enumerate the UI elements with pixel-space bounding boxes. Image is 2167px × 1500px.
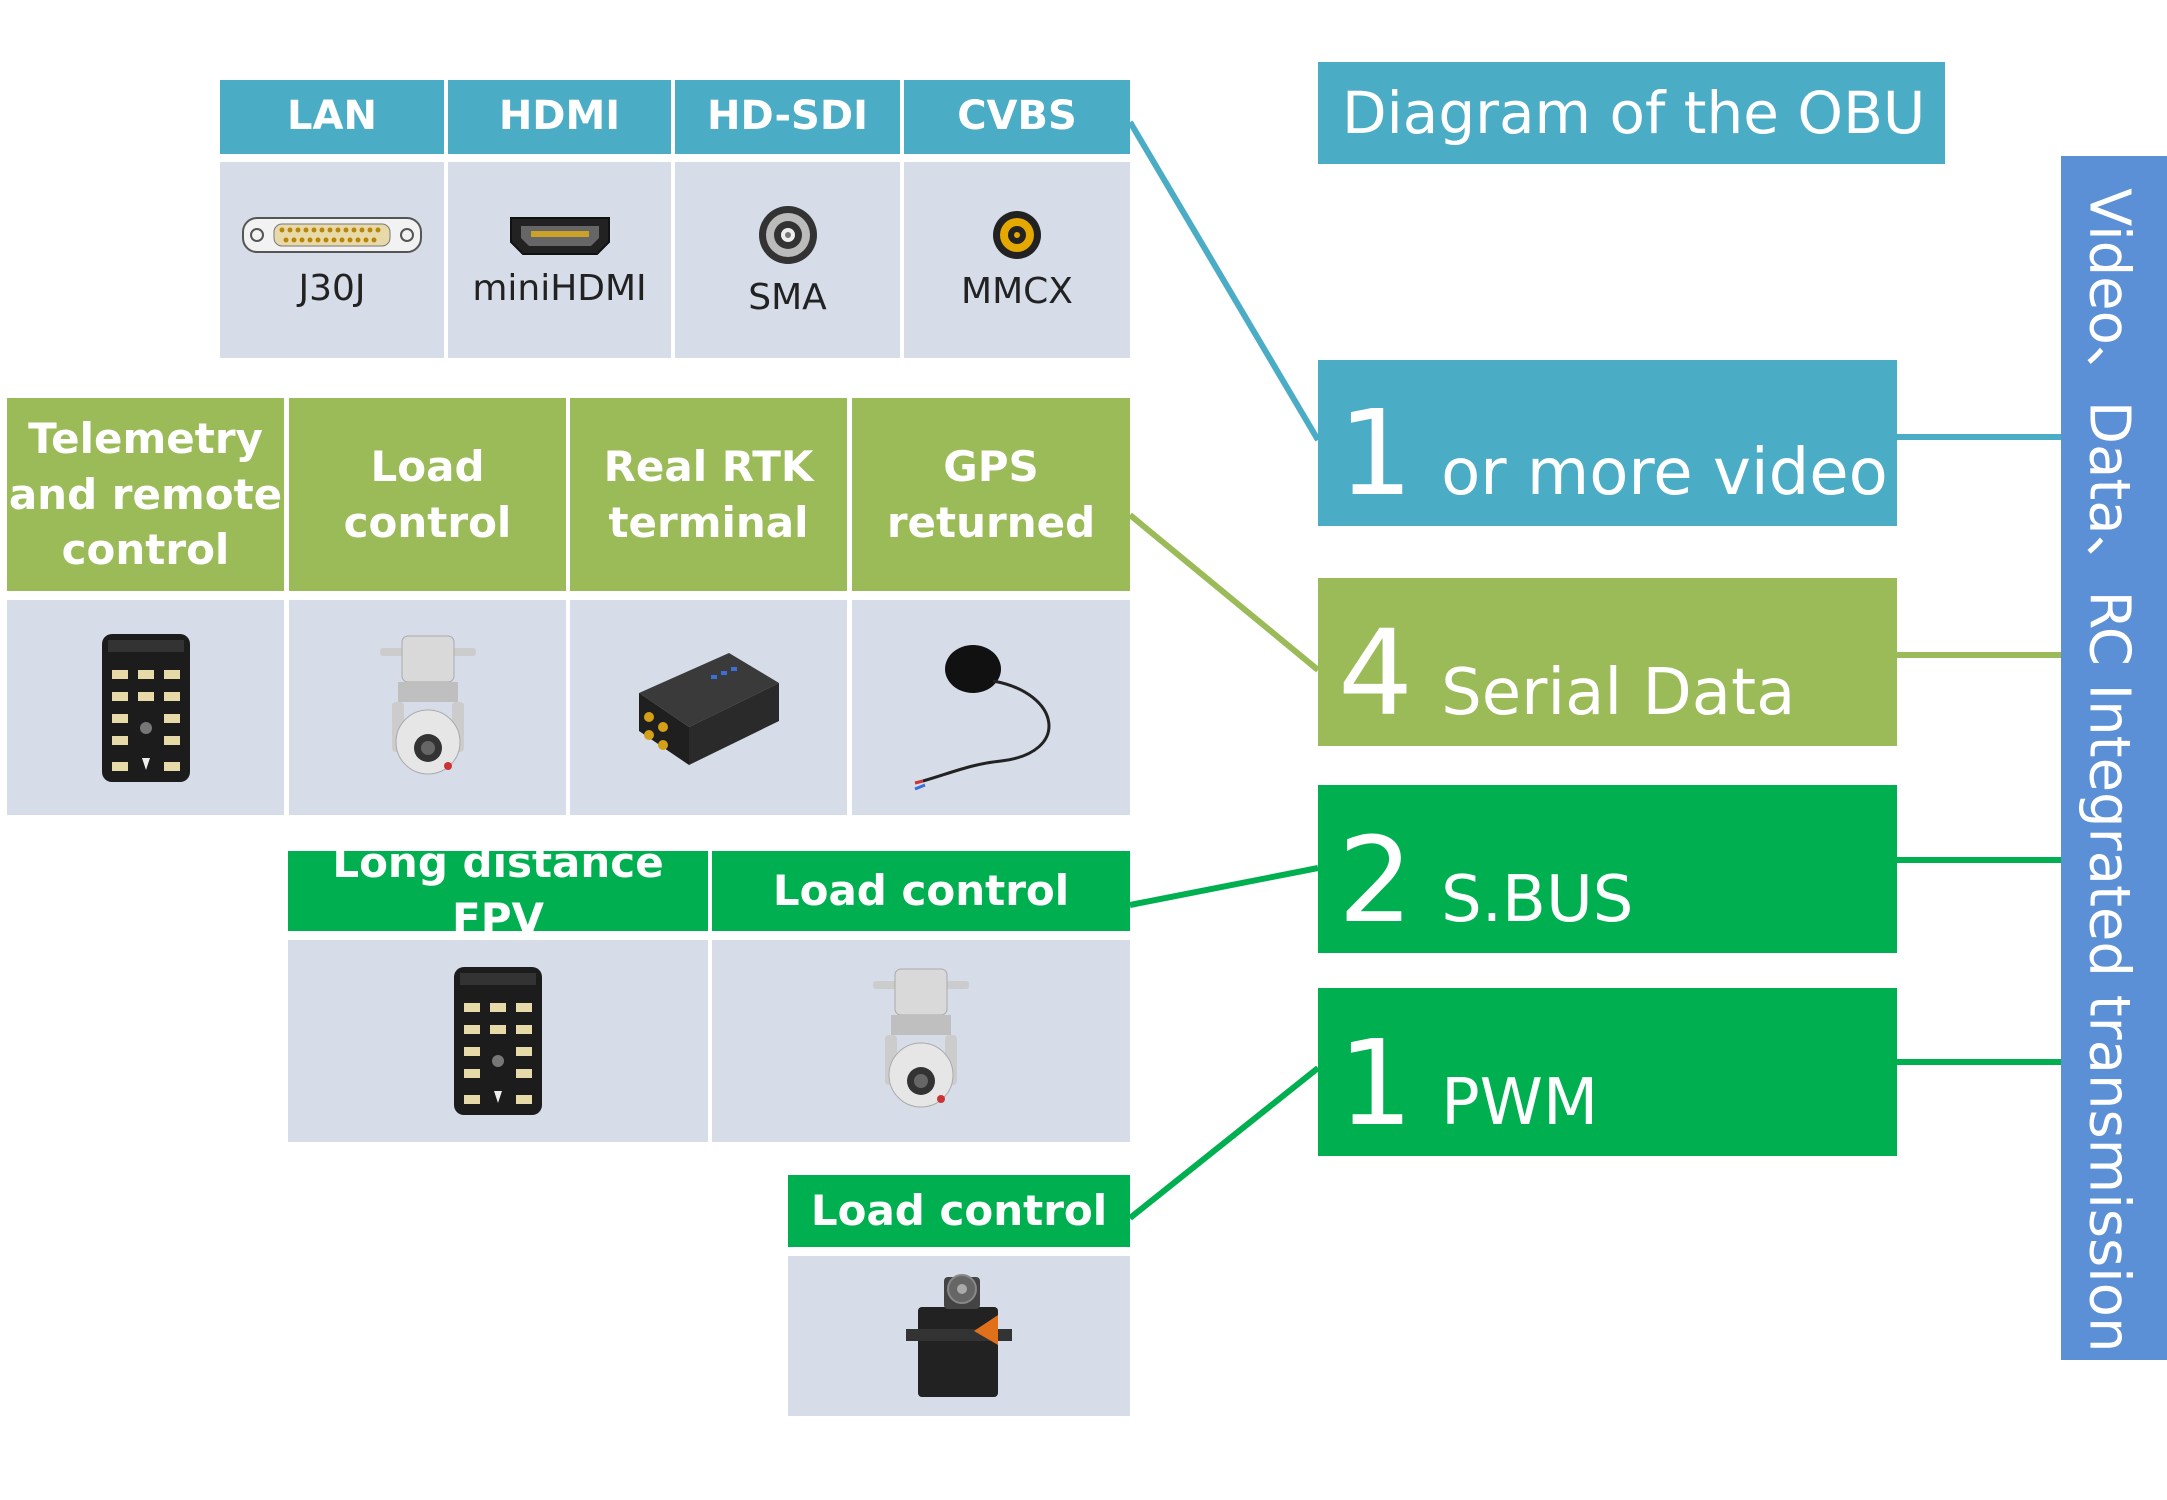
pwm-count-label: PWM xyxy=(1441,1065,1599,1140)
sbus-count-number: 2 xyxy=(1338,811,1414,949)
header-load-control-sbus: Load control xyxy=(712,851,1130,931)
image-cell-gimbal-camera xyxy=(289,600,566,815)
header-gps-returned: GPS returned xyxy=(852,398,1130,591)
connector-label-minihdmi: miniHDMI xyxy=(472,267,647,309)
header-telemetry: Telemetry and remote control xyxy=(7,398,284,591)
connector-cell-sma: SMA xyxy=(675,162,900,358)
sbus-count-label: S.BUS xyxy=(1441,862,1634,937)
video-count-box: 1 or more video xyxy=(1318,360,1897,526)
d-sub-connector-icon xyxy=(242,216,422,253)
sbus-count-box: 2 S.BUS xyxy=(1318,785,1897,953)
flight-controller-image xyxy=(101,633,190,782)
image-cell-gps-antenna xyxy=(852,600,1130,815)
rtk-module-image xyxy=(638,652,779,765)
mini-hdmi-port-icon xyxy=(509,216,610,255)
integrated-transmission-label: Video、Data、RC Integrated transmission xyxy=(2076,188,2142,1353)
image-cell-fpv-controller xyxy=(288,940,708,1142)
sbus-link-line xyxy=(1129,865,1319,908)
header-hdmi: HDMI xyxy=(448,80,671,154)
pwm-count-box: 1 PWM xyxy=(1318,988,1897,1156)
gps-antenna-image xyxy=(914,644,1051,790)
integrated-transmission-bar: Video、Data、RC Integrated transmission xyxy=(2061,156,2167,1360)
pwm-count-number: 1 xyxy=(1338,1014,1414,1152)
header-rtk-terminal: Real RTK terminal xyxy=(570,398,847,591)
image-cell-sbus-gimbal xyxy=(712,940,1130,1142)
video-count-label: or more video xyxy=(1441,435,1888,510)
header-long-distance-fpv: Long distance FPV xyxy=(288,838,708,943)
pwm-link-line xyxy=(1128,1065,1320,1221)
header-cvbs: CVBS xyxy=(904,80,1130,154)
connector-label-sma: SMA xyxy=(748,276,827,318)
sma-connector-icon xyxy=(758,205,817,264)
image-cell-servo xyxy=(788,1256,1130,1416)
serial-count-number: 4 xyxy=(1338,604,1414,742)
flight-controller-image xyxy=(454,967,542,1115)
connector-cell-minihdmi: miniHDMI xyxy=(448,162,671,358)
video-count-number: 1 xyxy=(1338,384,1414,522)
connector-cell-mmcx: MMCX xyxy=(904,162,1130,358)
servo-motor-image xyxy=(906,1274,1012,1397)
header-hd-sdi: HD-SDI xyxy=(675,80,900,154)
serial-count-label: Serial Data xyxy=(1441,655,1796,730)
image-cell-flight-controller xyxy=(7,600,284,815)
gimbal-camera-image xyxy=(873,968,969,1108)
connector-cell-j30j: J30J xyxy=(220,162,444,358)
connector-label-mmcx: MMCX xyxy=(961,270,1073,312)
image-cell-rtk-module xyxy=(570,600,847,815)
header-load-control-pwm: Load control xyxy=(788,1175,1130,1247)
connector-label-j30j: J30J xyxy=(298,267,366,309)
mmcx-connector-icon xyxy=(993,210,1041,259)
video-link-line xyxy=(1127,120,1321,442)
header-load-control-serial: Load control xyxy=(289,398,566,591)
diagram-title: Diagram of the OBU xyxy=(1318,62,1945,164)
gimbal-camera-image xyxy=(379,635,476,774)
header-lan: LAN xyxy=(220,80,444,154)
serial-link-line xyxy=(1128,512,1320,673)
serial-count-box: 4 Serial Data xyxy=(1318,578,1897,746)
